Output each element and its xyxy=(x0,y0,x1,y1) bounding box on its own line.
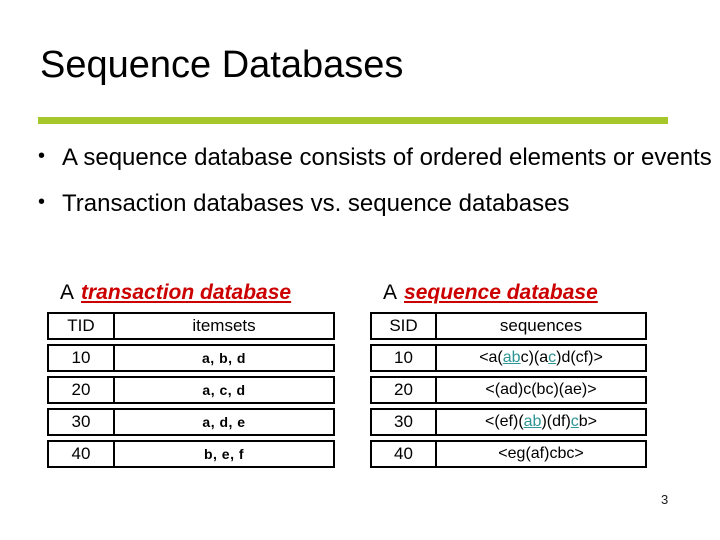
row-value-cell: b, e, f xyxy=(203,446,245,462)
table-row: 10 a, b, d xyxy=(47,344,335,372)
row-value-cell: a, c, d xyxy=(202,382,246,398)
table-row: 40 b, e, f xyxy=(47,440,335,468)
table-row: 30 a, d, e xyxy=(47,408,335,436)
page-number: 3 xyxy=(661,492,669,507)
caption-emphasis: transaction database xyxy=(81,281,292,304)
caption-emphasis: sequence database xyxy=(404,281,598,304)
column-header-itemsets: itemsets xyxy=(192,316,256,335)
table-row: 40 <eg(af)cbc> xyxy=(370,440,647,468)
caption-prefix: A xyxy=(383,281,398,304)
bullet-dot-icon: • xyxy=(38,191,46,213)
row-id-cell: 40 xyxy=(372,442,437,466)
table-header-row: SID sequences xyxy=(370,312,647,340)
table-header-row: TID itemsets xyxy=(47,312,335,340)
row-id-cell: 10 xyxy=(49,346,115,370)
bullet-item: • Transaction databases vs. sequence data… xyxy=(36,187,720,220)
row-id-cell: 20 xyxy=(372,378,437,402)
row-value-cell: a, d, e xyxy=(202,414,246,430)
bullet-list: • A sequence database consists of ordered… xyxy=(36,141,720,233)
row-id-cell: 20 xyxy=(49,378,115,402)
highlighted-subsequence: c xyxy=(570,413,579,430)
row-value-cell: a, b, d xyxy=(202,350,246,366)
row-id-cell: 30 xyxy=(49,410,115,434)
highlighted-subsequence: ab xyxy=(502,349,521,366)
row-value-cell: <(ad)c(bc)(ae)> xyxy=(485,381,597,398)
row-id-cell: 40 xyxy=(49,442,115,466)
table-row: 20 a, c, d xyxy=(47,376,335,404)
transaction-table: TID itemsets 10 a, b, d 20 a, c, d 30 a, d, e… xyxy=(47,312,335,468)
bullet-text: Transaction databases vs. sequence datab… xyxy=(62,190,570,217)
table-row: 20 <(ad)c(bc)(ae)> xyxy=(370,376,647,404)
column-header-tid: TID xyxy=(49,314,115,338)
highlighted-subsequence: ab xyxy=(523,413,542,430)
title-underline-bar xyxy=(38,117,668,124)
bullet-dot-icon: • xyxy=(38,145,46,167)
row-value-cell: <eg(af)cbc> xyxy=(498,445,584,462)
row-id-cell: 10 xyxy=(372,346,437,370)
bullet-text: A sequence database consists of ordered … xyxy=(62,144,712,171)
column-header-sequences: sequences xyxy=(499,316,583,335)
bullet-item: • A sequence database consists of ordered… xyxy=(36,141,720,174)
column-header-sid: SID xyxy=(372,314,437,338)
highlighted-subsequence: c xyxy=(548,349,557,366)
slide-title: Sequence Databases xyxy=(40,44,404,86)
row-id-cell: 30 xyxy=(372,410,437,434)
caption-prefix: A xyxy=(60,281,75,304)
